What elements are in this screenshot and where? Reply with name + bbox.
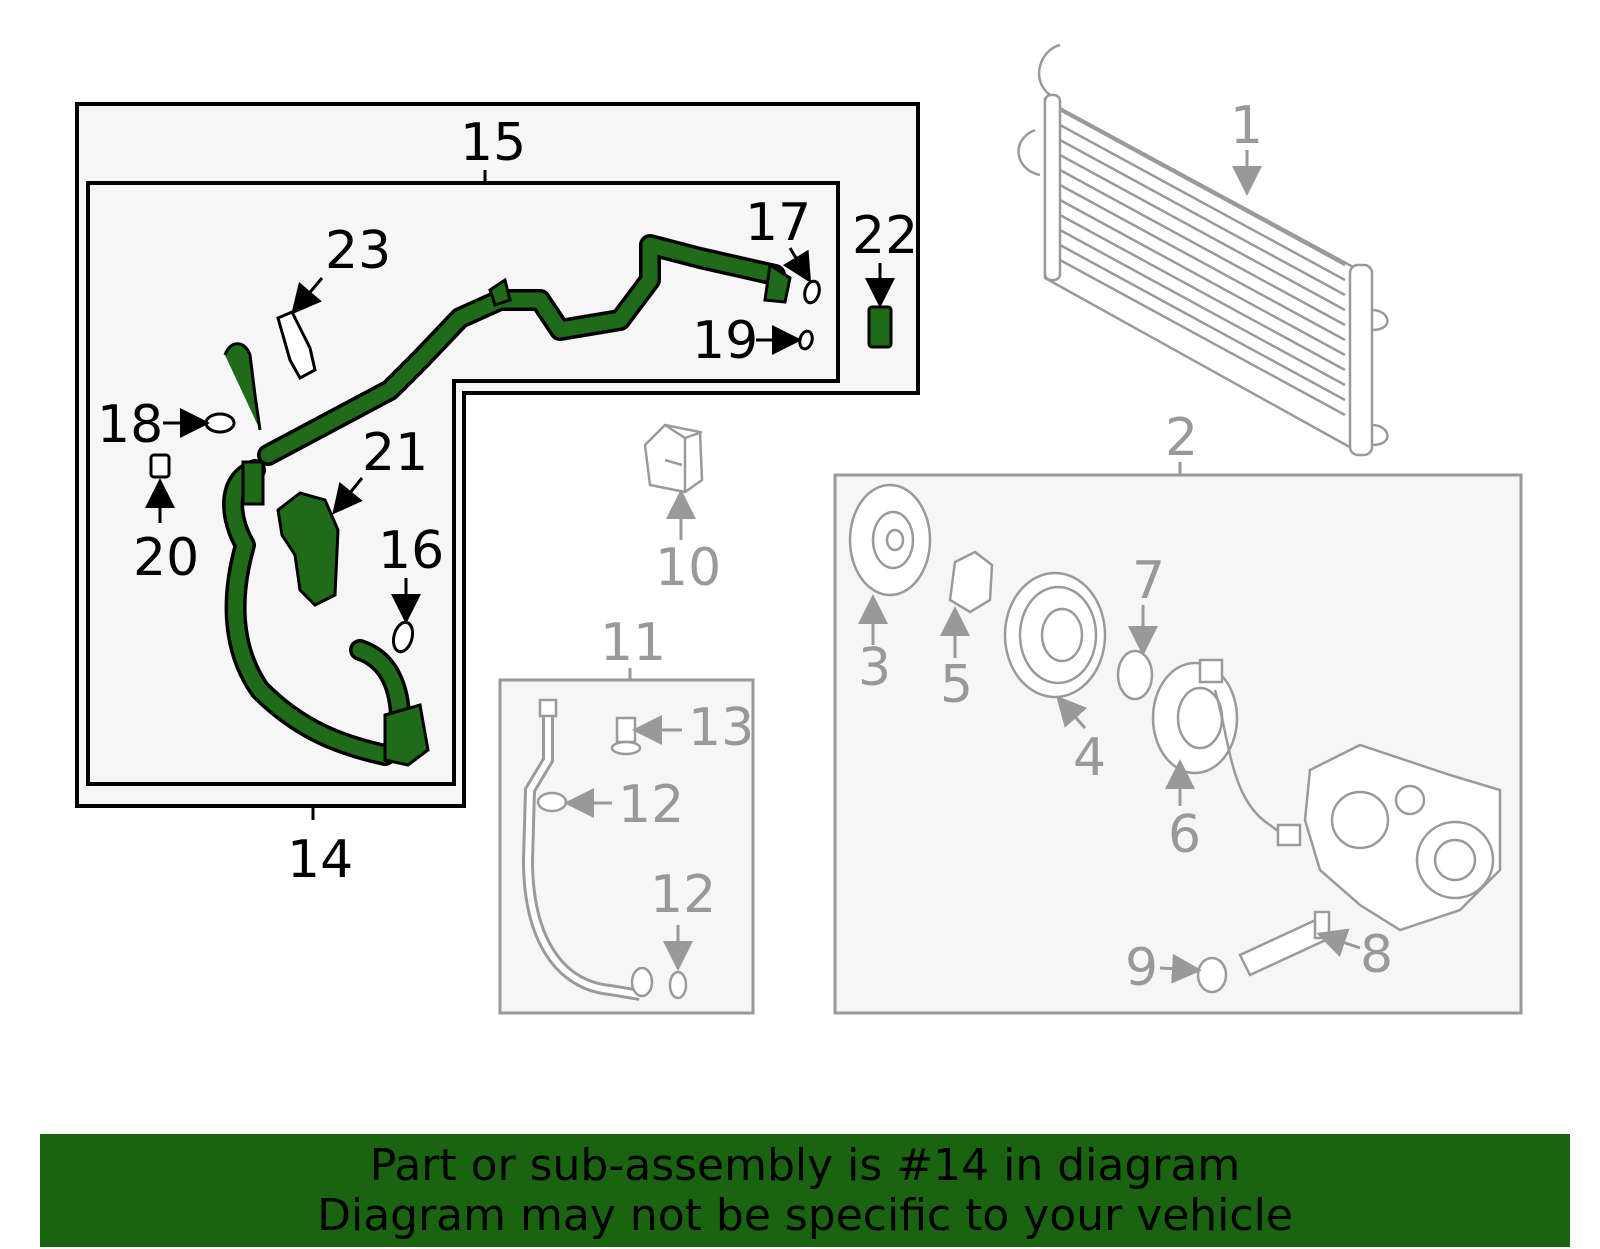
- callout-16: 16: [378, 521, 444, 581]
- shim-part: [948, 550, 994, 614]
- callout-5: 5: [940, 655, 973, 715]
- callout-11: 11: [600, 613, 666, 673]
- expansion-valve-part: [643, 423, 704, 494]
- banner-line-1: Part or sub-assembly is #14 in diagram: [369, 1139, 1241, 1191]
- o-ring-17-part: [803, 279, 821, 305]
- callout-14: 14: [287, 830, 353, 890]
- discharge-hose-part: [521, 698, 688, 1001]
- o-ring-18-part: [204, 412, 236, 434]
- clutch-plate-part: [848, 483, 932, 597]
- callout-17: 17: [745, 193, 811, 253]
- condenser-part: [1017, 43, 1389, 457]
- o-ring-9-part: [1196, 956, 1228, 994]
- callout-12b: 12: [650, 865, 716, 925]
- callout-1: 1: [1230, 96, 1263, 156]
- valve-cap-22-part: [867, 305, 893, 349]
- callout-7: 7: [1132, 551, 1165, 611]
- callout-20: 20: [133, 528, 199, 588]
- callout-2: 2: [1165, 408, 1198, 468]
- callout-8: 8: [1360, 925, 1393, 985]
- info-banner: Part or sub-assembly is #14 in diagram D…: [40, 1134, 1570, 1247]
- callout-15: 15: [460, 113, 526, 173]
- callout-9: 9: [1125, 938, 1158, 998]
- leader-lines: [145, 150, 1361, 984]
- suction-hose-assembly-part: [222, 234, 792, 767]
- pulley-part: [1003, 571, 1107, 699]
- callout-18: 18: [97, 395, 163, 455]
- assembly-box-14: [86, 181, 840, 786]
- snap-ring-part: [1116, 649, 1154, 701]
- callout-21: 21: [362, 423, 428, 483]
- callout-3: 3: [858, 638, 891, 698]
- cap-20-part: [149, 453, 171, 479]
- valve-core-13-part: [610, 716, 642, 756]
- callout-19: 19: [692, 311, 758, 371]
- compressor-part: [1303, 743, 1502, 932]
- callout-4: 4: [1073, 728, 1106, 788]
- callout-6: 6: [1168, 805, 1201, 865]
- callout-10: 10: [655, 538, 721, 598]
- banner-line-2: Diagram may not be specific to your vehi…: [317, 1189, 1293, 1241]
- callout-12a: 12: [618, 775, 684, 835]
- callout-13: 13: [688, 698, 754, 758]
- callout-22: 22: [852, 206, 918, 266]
- field-coil-part: [1151, 658, 1302, 847]
- bracket-21-part: [276, 491, 340, 607]
- callout-23: 23: [325, 221, 391, 281]
